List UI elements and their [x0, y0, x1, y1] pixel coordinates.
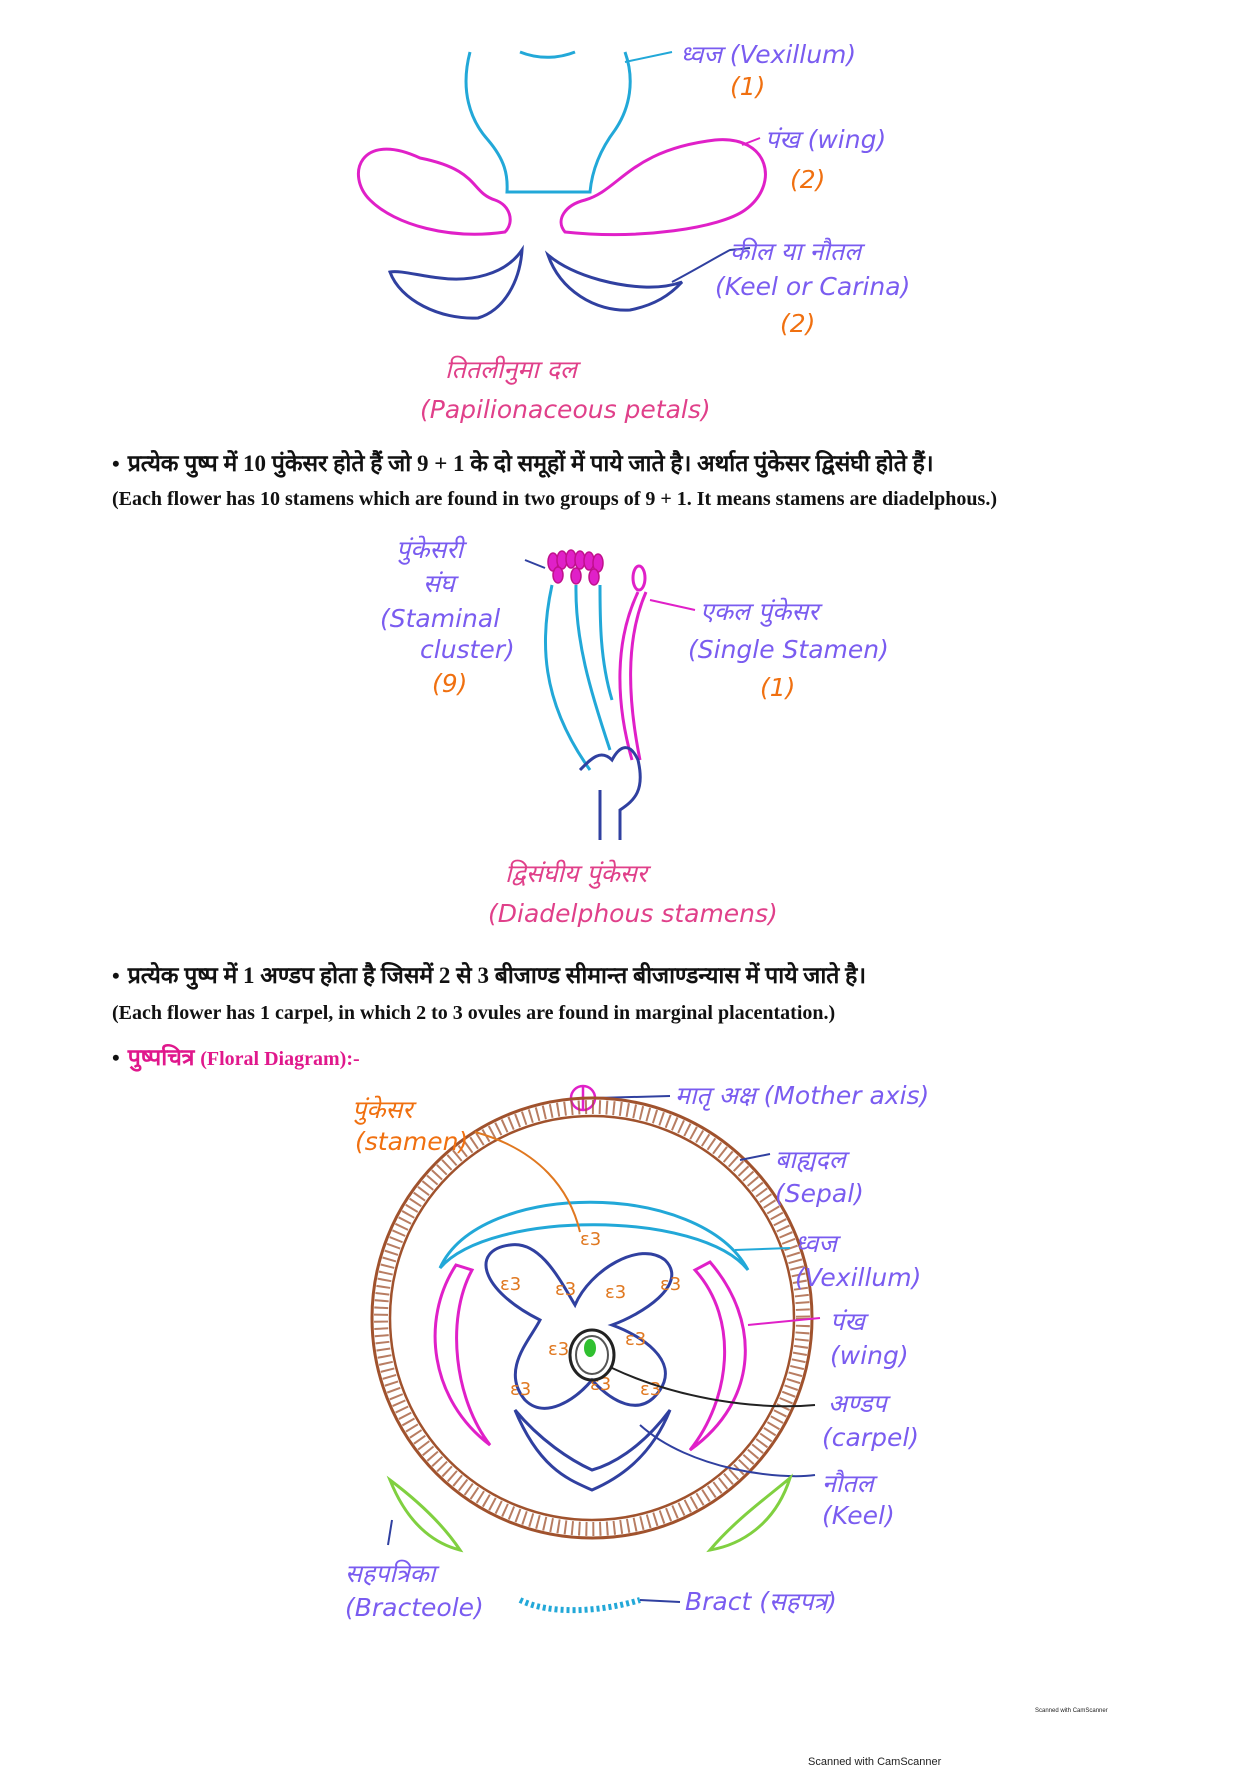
staminal-tube	[543, 584, 612, 771]
single-stamen-label-hindi: एकल पुंकेसर	[700, 597, 823, 627]
scanner-watermark: Scanned with CamScanner	[808, 1756, 942, 1768]
bracteole-left	[386, 1475, 464, 1553]
vexillum-label-english: (Vexillum)	[795, 1263, 921, 1292]
bracteole-label-hindi: सहपत्रिका	[345, 1559, 440, 1588]
ovule	[584, 1339, 596, 1357]
wing-count: (2)	[790, 165, 825, 194]
vexillum-label-hindi: ध्वज	[795, 1229, 841, 1258]
keel-petal-right	[544, 250, 684, 312]
svg-text:ε3: ε3	[625, 1329, 646, 1350]
cluster-count: (9)	[432, 669, 467, 698]
svg-text:ε3: ε3	[605, 1282, 626, 1303]
vexillum-label: ध्वज (Vexillum)	[680, 40, 856, 69]
vexillum-count: (1)	[730, 72, 765, 101]
wing-petal-left	[356, 147, 512, 236]
diadelphous-stamens-diagram: पुंकेसरी संघ (Staminal cluster) (9) एकल …	[380, 535, 889, 928]
carpel-label-hindi: अण्डप	[828, 1389, 891, 1418]
stamen-base	[578, 746, 642, 840]
carpel-label-english: (carpel)	[822, 1423, 919, 1452]
stamens-statement-hindi: •प्रत्येक पुष्प में 10 पुंकेसर होते हैं …	[112, 451, 934, 476]
keel-label-hindi: कील या नौतल	[730, 237, 866, 266]
cluster-label-english-1: (Staminal	[380, 604, 500, 633]
keel-label-english: (Keel)	[822, 1501, 895, 1530]
keel-label-hindi: नौतल	[822, 1469, 879, 1498]
stamens-statement-english: (Each flower has 10 stamens which are fo…	[112, 488, 997, 510]
papilionaceous-petals-diagram: ध्वज (Vexillum) (1) पंख (wing) (2) कील य…	[356, 40, 910, 424]
svg-text:ε3: ε3	[510, 1379, 531, 1400]
svg-text:ε3: ε3	[660, 1274, 681, 1295]
cluster-label-hindi-1: पुंकेसरी	[396, 535, 468, 565]
calyx-ring-inner	[388, 1114, 796, 1522]
stamen-label-hindi: पुंकेसर	[352, 1095, 417, 1125]
vexillum-petal	[464, 51, 632, 194]
bullet: •	[112, 1045, 120, 1070]
diadelphous-caption-hindi: द्विसंघीय पुंकेसर	[505, 859, 652, 889]
bract	[518, 1597, 641, 1614]
floral-diagram: ε3 ε3 ε3 ε3 ε3 ε3 ε3 ε3 ε3 ε3 पुंकेसर (s…	[345, 1081, 929, 1622]
wing-label-hindi: पंख	[830, 1307, 869, 1336]
keel-label-english: (Keel or Carina)	[715, 272, 910, 301]
sepal-label-hindi: बाह्यदल	[775, 1145, 851, 1174]
bracteole-right	[706, 1473, 794, 1553]
carpel	[568, 1328, 616, 1382]
keel-count: (2)	[780, 309, 815, 338]
floral-diagram-heading: •पुष्पचित्र (Floral Diagram):-	[112, 1045, 360, 1070]
single-stamen	[618, 591, 648, 761]
scanner-watermark-small: Scanned with CamScanner	[1035, 1708, 1108, 1714]
sepal-label-english: (Sepal)	[775, 1179, 864, 1208]
petals-caption-hindi: तितलीनुमा दल	[445, 355, 582, 385]
keel-petals	[484, 1243, 674, 1410]
svg-text:ε3: ε3	[548, 1339, 569, 1360]
bullet: •	[112, 451, 120, 476]
stamens: ε3 ε3 ε3 ε3 ε3 ε3 ε3 ε3 ε3 ε3	[500, 1229, 681, 1400]
wing-arc-right	[688, 1260, 747, 1452]
carpel-statement-hindi: •प्रत्येक पुष्प में 1 अण्डप होता है जिसम…	[112, 963, 867, 988]
petals-caption-english: (Papilionaceous petals)	[420, 395, 711, 424]
wing-petal-right	[559, 138, 767, 237]
mother-axis-label: मातृ अक्ष (Mother axis)	[675, 1081, 929, 1111]
bract-label: Bract (सहपत्र)	[685, 1587, 837, 1616]
svg-text:ε3: ε3	[640, 1379, 661, 1400]
svg-text:ε3: ε3	[555, 1279, 576, 1300]
stamen-mark: ε3	[580, 1229, 601, 1250]
cluster-label-english-2: cluster)	[420, 635, 515, 664]
single-stamen-label-english: (Single Stamen)	[688, 635, 889, 664]
cluster-label-hindi-2: संघ	[423, 569, 460, 598]
bullet: •	[112, 963, 120, 988]
wing-label-english: (wing)	[830, 1341, 909, 1370]
stamen-label-english: (stamen)	[355, 1127, 468, 1156]
diadelphous-caption-english: (Diadelphous stamens)	[488, 899, 778, 928]
single-stamen-count: (1)	[760, 673, 795, 702]
carpel-statement-english: (Each flower has 1 carpel, in which 2 to…	[112, 1002, 836, 1024]
bracteole-label-english: (Bracteole)	[345, 1593, 484, 1622]
wing-arc-left	[433, 1263, 492, 1447]
wing-label: पंख (wing)	[765, 125, 886, 154]
cluster-anthers	[547, 549, 604, 586]
vexillum-arc	[438, 1200, 750, 1271]
svg-text:ε3: ε3	[500, 1274, 521, 1295]
keel-petal-left	[388, 244, 524, 320]
